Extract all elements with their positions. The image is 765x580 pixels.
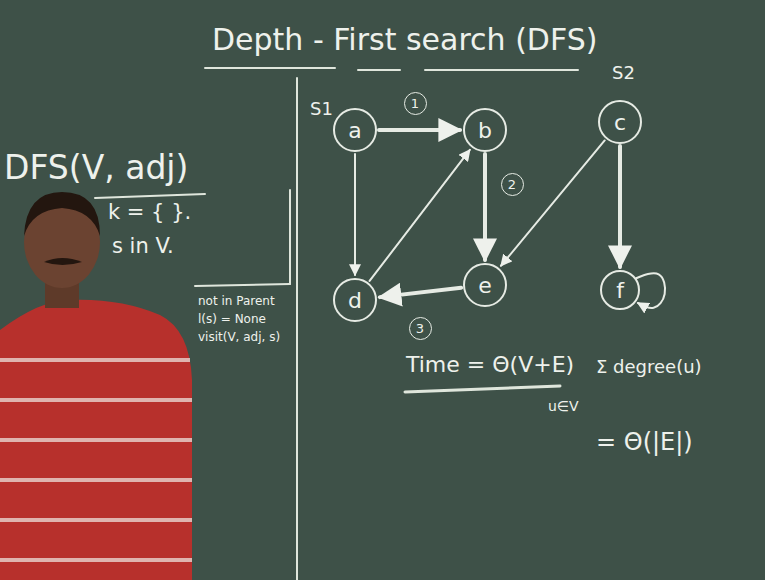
- graph-vertex: f: [600, 270, 640, 310]
- bracket-line: [195, 284, 290, 286]
- graph-edge: [380, 288, 461, 297]
- board-divider: [296, 78, 298, 580]
- board-note: l(s) = None: [198, 312, 266, 326]
- edge-order-circle: 3: [409, 317, 432, 340]
- vertex-name: f: [616, 278, 624, 303]
- board-note: Σ degree(u): [596, 356, 702, 377]
- formula-underline: [405, 386, 560, 392]
- board-note: k = { }.: [108, 200, 191, 224]
- moustache: [44, 258, 82, 265]
- graph-edge: [379, 128, 460, 132]
- board-note: s in V.: [112, 234, 174, 258]
- edge-order-number: 3: [416, 321, 424, 336]
- title-underline: [205, 67, 335, 69]
- board-note: DFS(V, adj): [4, 148, 188, 187]
- board-note: Time = Θ(V+E): [406, 352, 574, 377]
- graph-edge: [618, 146, 622, 267]
- lecturer-figure: [0, 192, 192, 580]
- edge-order-number: 1: [411, 96, 419, 111]
- bracket-line: [289, 190, 291, 284]
- graph-edge: [483, 154, 487, 260]
- board-note: visit(V, adj, s): [198, 330, 280, 344]
- striped-shirt: [0, 300, 192, 580]
- graph-vertex: d: [333, 278, 377, 322]
- graph-edge: [370, 150, 470, 281]
- board-note: = Θ(|E|): [596, 428, 693, 456]
- vertex-name: a: [348, 118, 361, 143]
- edge-order-circle: 1: [404, 92, 427, 115]
- vertex-name: c: [614, 110, 626, 135]
- graph-vertex: c: [598, 100, 642, 144]
- title-underline: [358, 69, 400, 71]
- vertex-name: d: [348, 288, 362, 313]
- board-note: u∈V: [548, 398, 579, 414]
- graph-vertex: e: [463, 263, 507, 307]
- edge-order-circle: 2: [501, 173, 524, 196]
- heading-underline: [95, 194, 205, 198]
- vertex-name: e: [478, 273, 492, 298]
- vertex-name: b: [478, 118, 492, 143]
- board-note: S1: [310, 98, 333, 119]
- graph-vertex: a: [333, 108, 377, 152]
- graph-edge: [354, 154, 356, 275]
- board-title: Depth - First search (DFS): [212, 22, 597, 57]
- board-note: not in Parent: [198, 294, 275, 308]
- graph-edge: [636, 273, 665, 308]
- graph-edge: [501, 140, 605, 265]
- board-note: S2: [612, 62, 635, 83]
- title-underline: [425, 69, 578, 71]
- hair: [24, 192, 100, 236]
- graph-vertex: b: [463, 108, 507, 152]
- edge-order-number: 2: [508, 177, 516, 192]
